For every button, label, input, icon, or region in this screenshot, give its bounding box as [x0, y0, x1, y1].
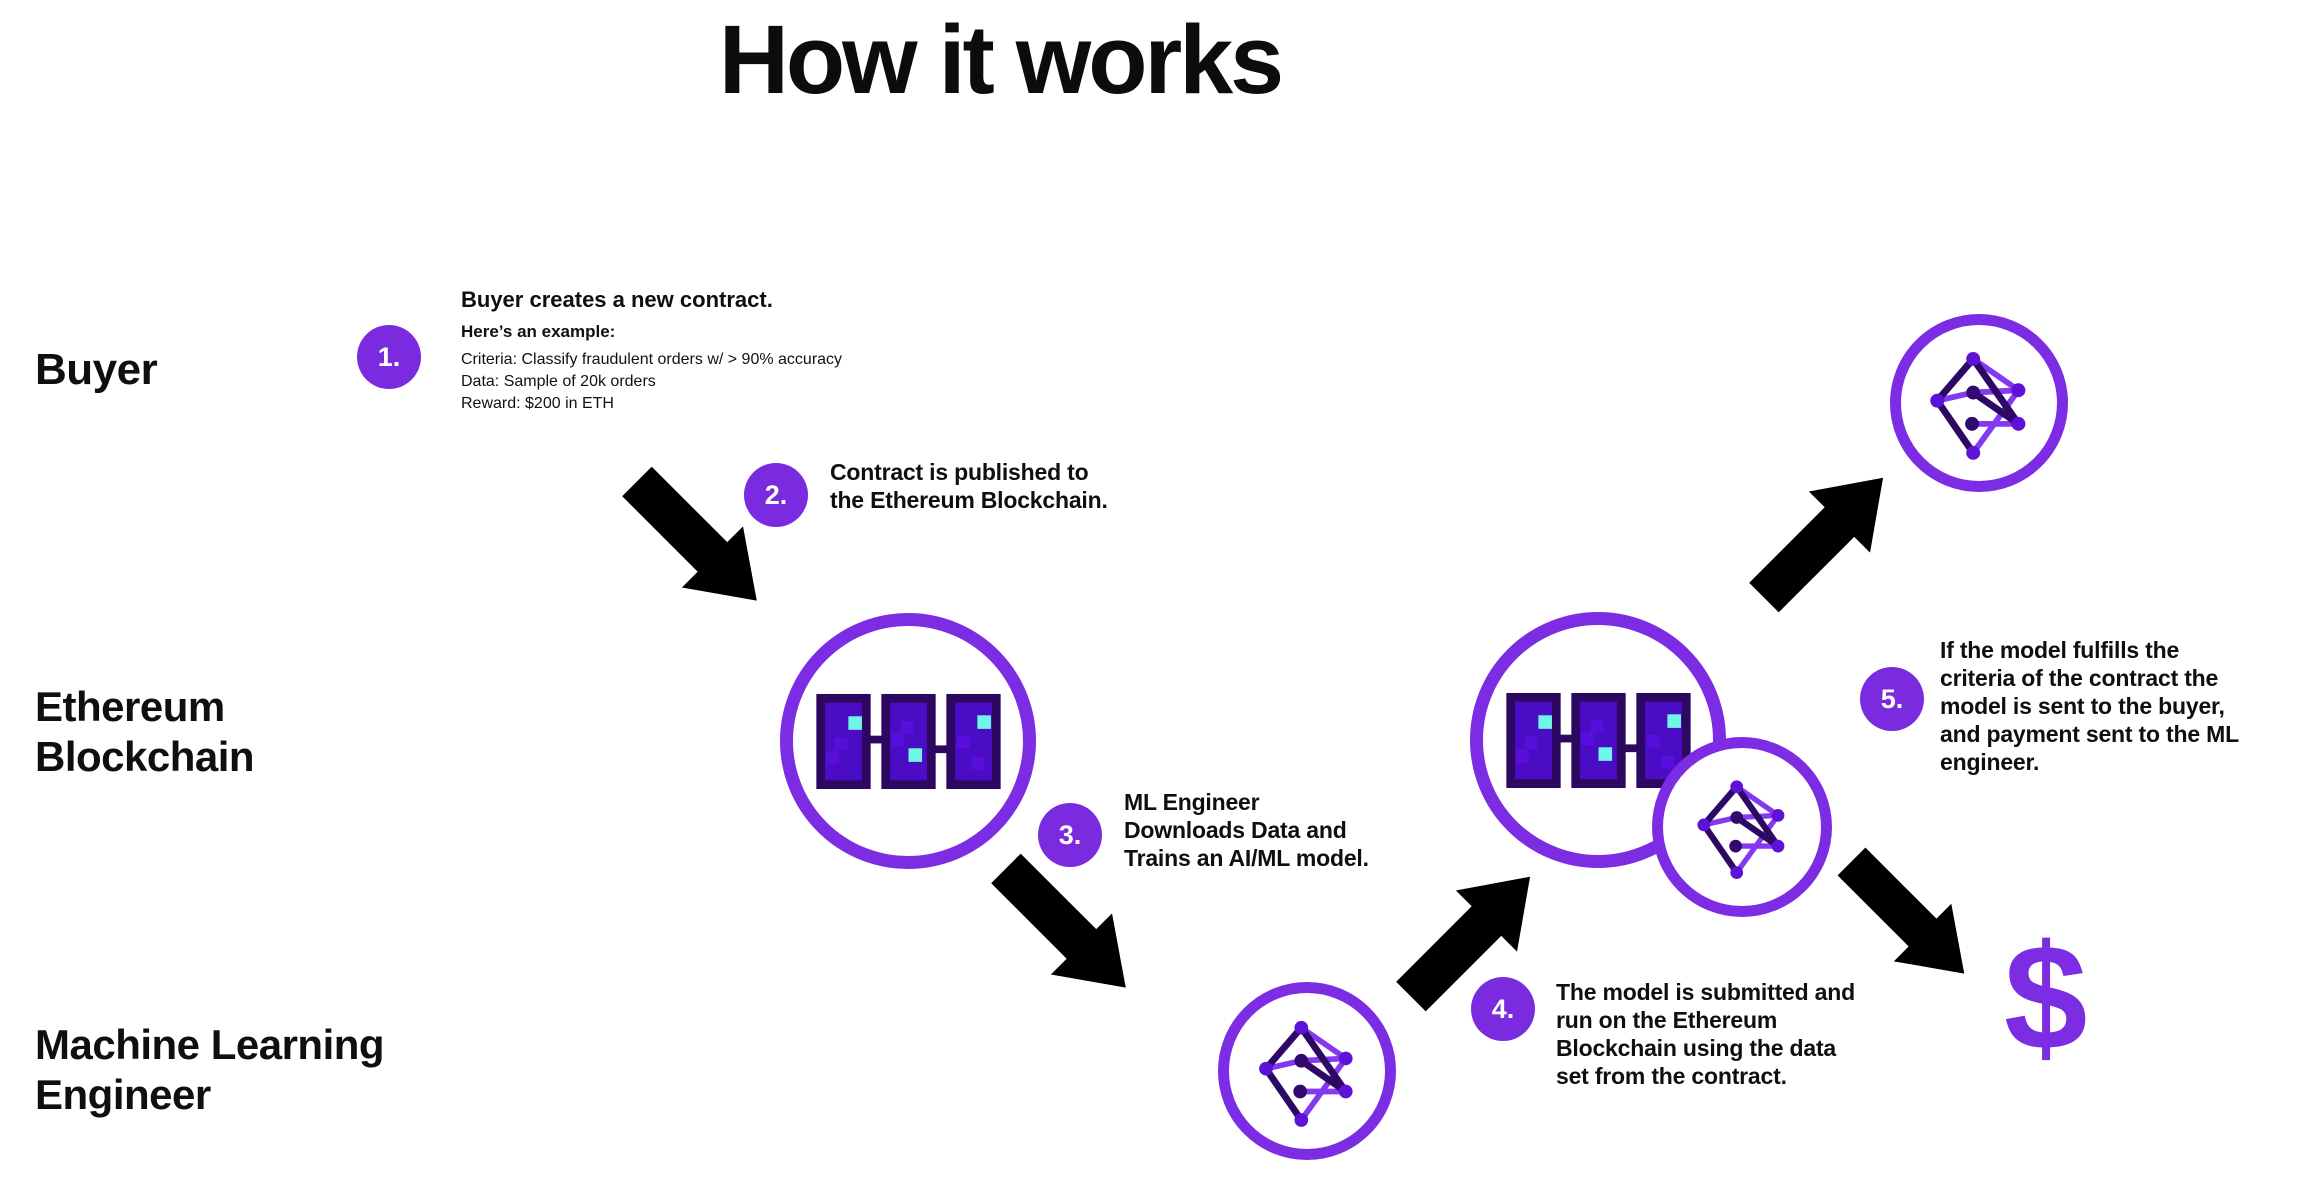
step-4-badge: 4. [1471, 977, 1535, 1041]
neural-network-icon [1689, 774, 1795, 880]
page-title: How it works [718, 5, 1284, 114]
neural-network-icon [1250, 1014, 1364, 1128]
neural-network-icon [1921, 345, 2037, 461]
lane-label-machine-learning-engineer: Machine Learning Engineer [35, 1021, 385, 1118]
step-1-example-heading: Here’s an example: [461, 322, 616, 341]
step-1-example-lines: Criteria: Classify fraudulent orders w/ … [461, 351, 843, 412]
lane-label-ethereum-blockchain: Ethereum Blockchain [35, 683, 255, 780]
step-3-badge: 3. [1038, 803, 1102, 867]
ethereum-blockchain-circle-1 [780, 613, 1036, 869]
step-2-badge: 2. [744, 463, 808, 527]
dollar-sign: $ [2004, 913, 2088, 1081]
lane-label-buyer: Buyer [35, 345, 158, 394]
step-2-text: Contract is published to the Ethereum Bl… [830, 459, 1108, 513]
step-5-text: If the model fulfills the criteria of th… [1940, 637, 2239, 775]
blockchain-blocks-icon [815, 693, 1001, 789]
step-4-text: The model is submitted and run on the Et… [1556, 979, 1855, 1089]
arrow-step5-icon [1733, 447, 1914, 629]
step-3-text: ML Engineer Downloads Data and Trains an… [1124, 789, 1369, 871]
ml-engineer-model-circle [1218, 982, 1396, 1160]
step-1-example: Here’s an example: Criteria: Classify fr… [461, 322, 842, 415]
step-1-heading: Buyer creates a new contract. [461, 287, 773, 312]
buyer-model-circle [1890, 314, 2068, 492]
blockchain-blocks-icon [1505, 692, 1691, 788]
submitted-model-circle [1652, 737, 1832, 917]
step-1-badge: 1. [357, 325, 421, 389]
step-5-badge: 5. [1860, 667, 1924, 731]
